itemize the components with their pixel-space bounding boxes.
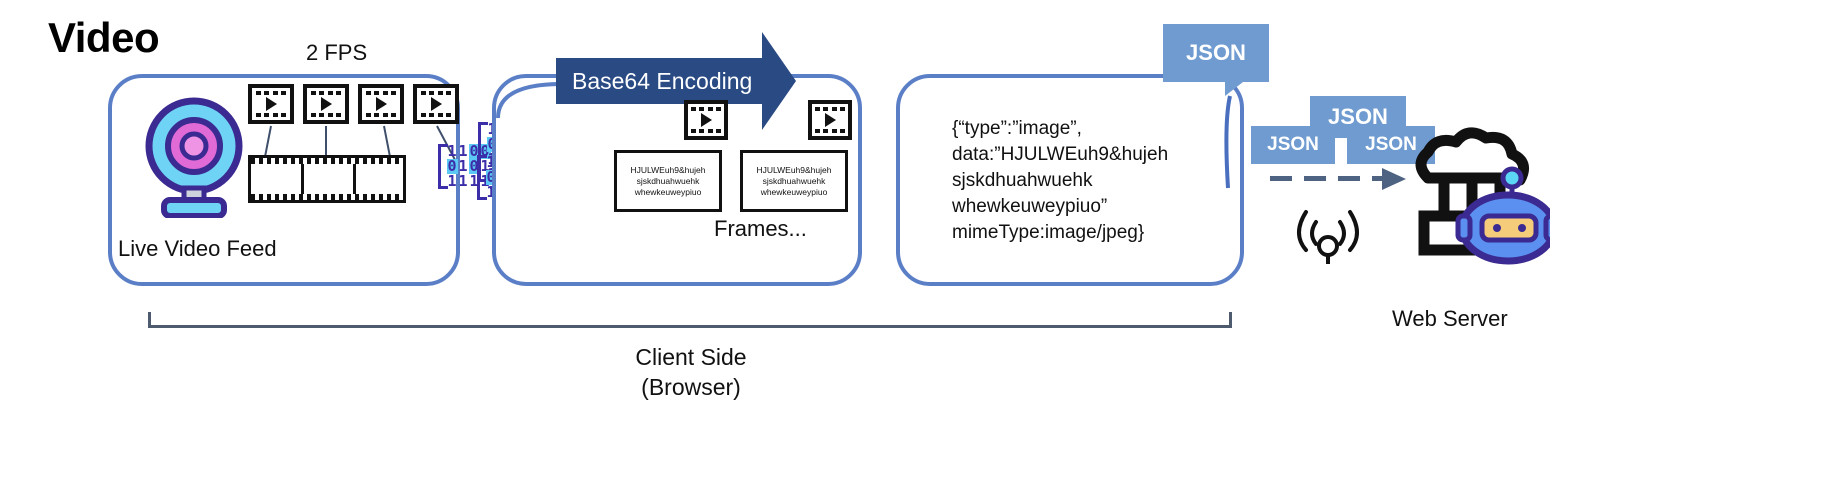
json-badge-connector (1224, 95, 1232, 189)
json-badge: JSON (1163, 24, 1269, 82)
web-server-label: Web Server (1392, 306, 1508, 331)
binary-row: 0101 (447, 157, 491, 175)
wifi-antenna-icon (1286, 196, 1370, 264)
film-strip (248, 155, 406, 203)
page-title: Video (48, 14, 160, 61)
webcam-icon (142, 96, 246, 219)
film-frame-icon (358, 84, 404, 124)
transmit-dashed-line (1270, 176, 1386, 181)
base64-label: Base64 Encoding (572, 67, 753, 94)
json-badge: JSON (1251, 126, 1335, 164)
panel-json-payload (896, 74, 1244, 286)
base64-arrow-head (762, 32, 796, 130)
web-server-robot-icon (1400, 120, 1561, 268)
client-side-bracket (148, 312, 1232, 328)
transmit-arrow-head (1382, 168, 1406, 190)
encoded-frame-card: HJULWEuh9&hujeh sjskdhuahwuehk whewkeuwe… (614, 150, 722, 212)
encoded-frame-text: HJULWEuh9&hujeh sjskdhuahwuehk whewkeuwe… (630, 164, 706, 197)
live-video-feed-label: Live Video Feed (118, 236, 277, 261)
fps-label: 2 FPS (306, 40, 368, 65)
film-frame-icon (303, 84, 349, 124)
binary-row: 1100 (447, 142, 491, 160)
encoded-frame-card: HJULWEuh9&hujeh sjskdhuahwuehk whewkeuwe… (740, 150, 848, 212)
json-payload-text: {“type”:”image”, data:”HJULWEuh9&hujeh s… (952, 118, 1169, 243)
frame-badge-icon (684, 100, 728, 140)
client-side-label: Client Side (Browser) (635, 344, 747, 400)
film-frame-icon (248, 84, 294, 124)
connector-tick (325, 126, 327, 156)
json-badge-tail (1225, 82, 1243, 96)
json-badge: JSON (1347, 126, 1435, 164)
encoded-frame-text: HJULWEuh9&hujeh sjskdhuahwuehk whewkeuwe… (756, 164, 832, 197)
panel-encode-curve (496, 82, 563, 119)
frame-badge-icon (808, 100, 852, 140)
film-frame-icon (413, 84, 459, 124)
base64-encoding-arrow: Base64 Encoding (556, 58, 770, 104)
frames-label: Frames... (714, 216, 807, 241)
